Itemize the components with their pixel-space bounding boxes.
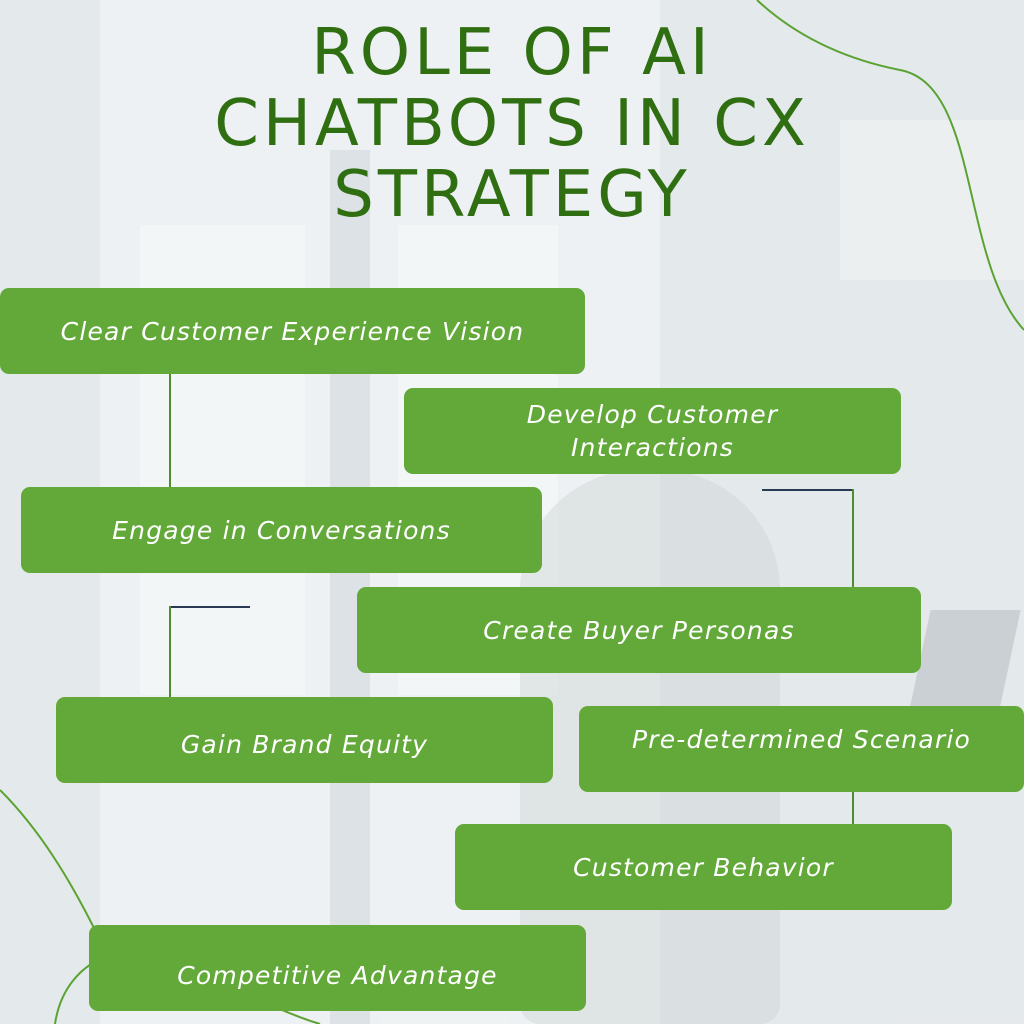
item-clear-customer-experience-vision: Clear Customer Experience Vision — [0, 288, 585, 374]
item-engage-in-conversations: Engage in Conversations — [21, 487, 542, 573]
item-gain-brand-equity: Gain Brand Equity — [56, 697, 553, 783]
decorative-curve-top-right — [756, 0, 1024, 331]
background-shelf — [840, 120, 1024, 280]
connector-line — [762, 489, 854, 491]
connector-line — [852, 489, 854, 607]
item-create-buyer-personas: Create Buyer Personas — [357, 587, 921, 673]
connector-line — [169, 606, 171, 724]
connector-line — [169, 372, 171, 490]
decorative-curve-bottom-left — [0, 789, 96, 931]
item-pre-determined-scenario: Pre-determined Scenario — [579, 706, 1024, 792]
page-title: ROLE OF AI CHATBOTS IN CX STRATEGY — [214, 16, 810, 232]
connector-line — [852, 790, 854, 826]
item-develop-customer-interactions: Develop Customer Interactions — [404, 388, 901, 474]
item-customer-behavior: Customer Behavior — [455, 824, 952, 910]
item-competitive-advantage: Competitive Advantage — [89, 925, 586, 1011]
connector-line — [170, 606, 250, 608]
